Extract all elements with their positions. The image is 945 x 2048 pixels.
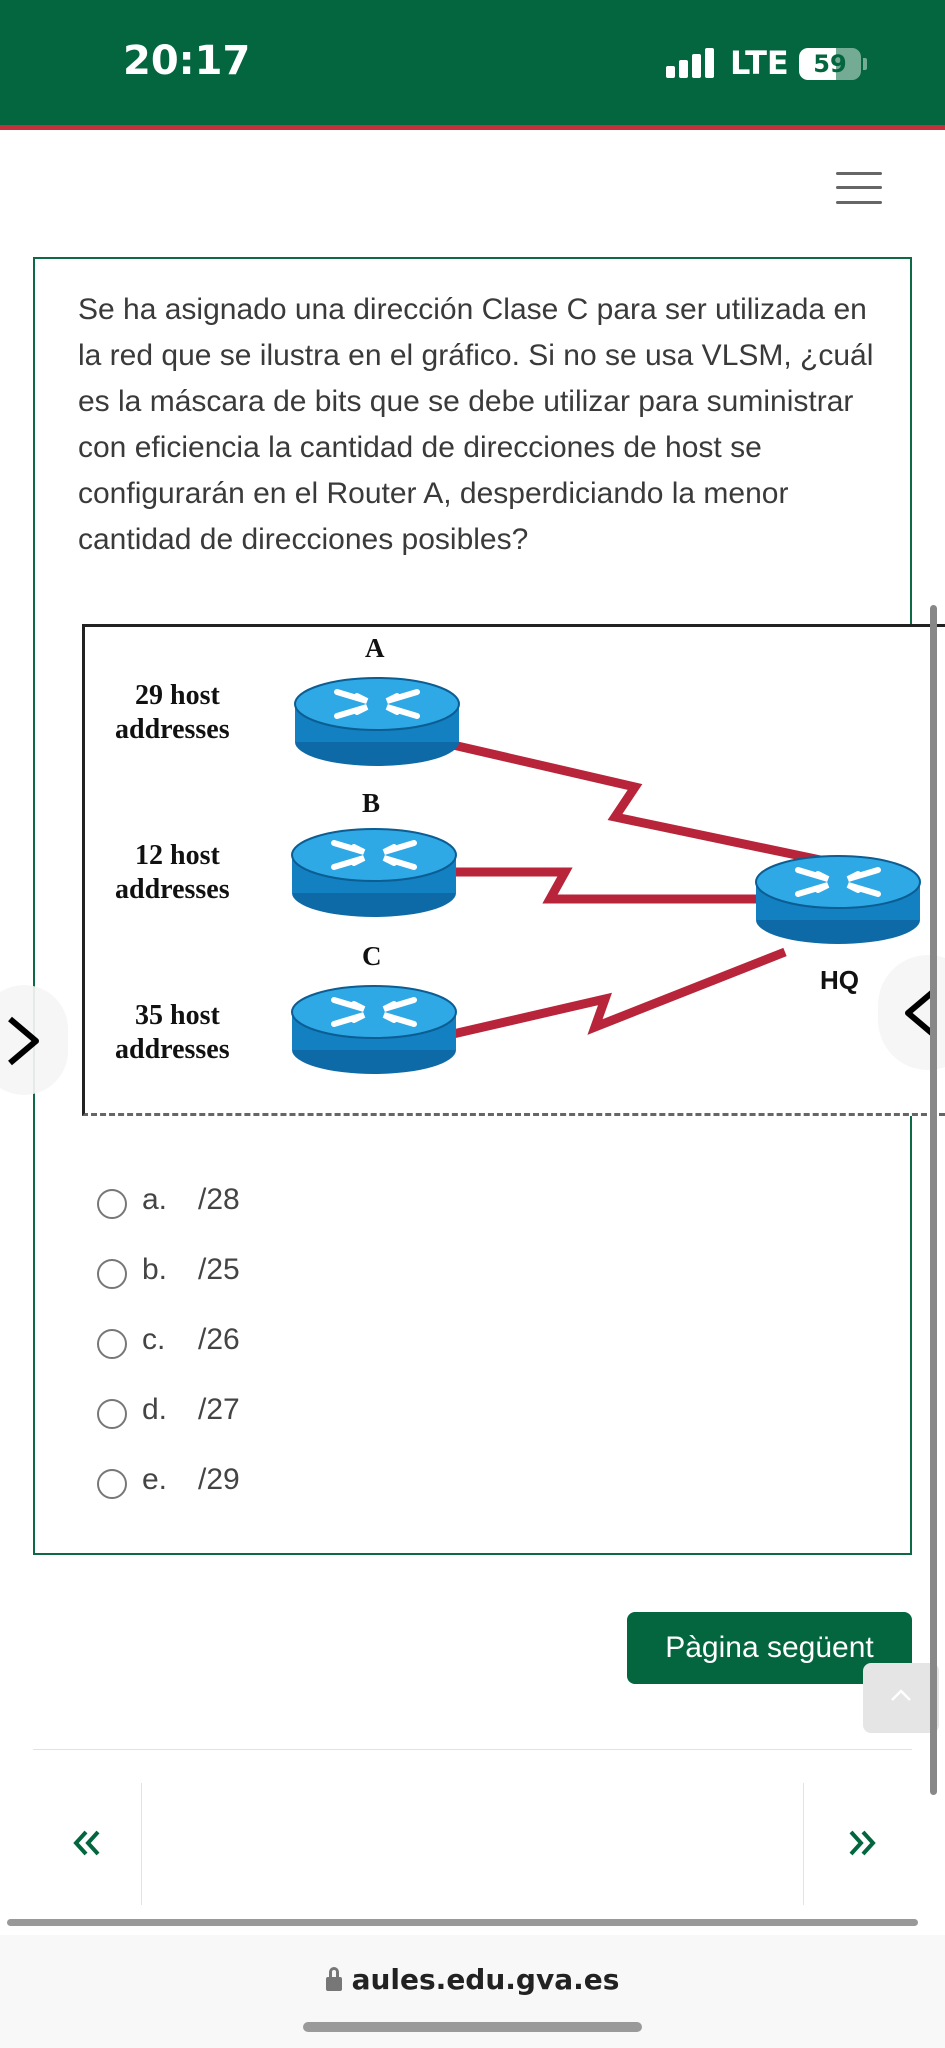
router-c-icon [292,986,456,1074]
horizontal-scrollbar[interactable] [7,1919,918,1926]
radio-button[interactable] [97,1189,127,1219]
router-b-hosts: 12 host [135,840,220,871]
hq-label: HQ [820,965,859,995]
browser-url-bar[interactable]: aules.edu.gva.es [0,1935,945,2048]
link-c-hq [438,947,787,1042]
router-a-addresses: addresses [115,714,230,745]
lock-icon [325,1967,342,1991]
link-a-hq [438,737,831,867]
scroll-to-top-button[interactable] [863,1663,939,1733]
option-letter: d. [142,1393,168,1426]
link-b-hq [440,867,785,904]
router-c-label: C [362,941,382,971]
status-time: 20:17 [123,38,251,84]
battery-level: 59 [813,50,847,78]
chevron-right-icon [8,1016,39,1066]
battery-tip [863,58,867,70]
footer-separator [141,1783,142,1905]
next-activity-button[interactable] [841,1818,881,1868]
home-indicator[interactable] [303,2022,642,2032]
option-e[interactable]: e. /29 [94,1455,394,1525]
option-letter: e. [142,1463,168,1496]
radio-button[interactable] [97,1329,127,1359]
carousel-next-button[interactable] [0,985,68,1095]
double-chevron-right-icon [849,1830,876,1856]
previous-activity-button[interactable] [68,1818,108,1868]
header-accent-line [0,125,945,130]
radio-button[interactable] [97,1259,127,1289]
router-a-hosts: 29 host [135,680,220,711]
router-a-icon [295,678,459,766]
radio-button[interactable] [97,1399,127,1429]
router-b-addresses: addresses [115,874,230,905]
option-value: /28 [198,1183,240,1216]
option-a[interactable]: a. /28 [94,1175,394,1245]
option-letter: b. [142,1253,168,1286]
divider [33,1749,912,1750]
status-bar: 20:17 LTE 59 [0,0,945,130]
answer-options: a. /28 b. /25 c. /26 d. /27 e. /29 [94,1175,394,1525]
option-value: /29 [198,1463,240,1496]
chevron-up-icon [891,1689,911,1701]
router-c-hosts: 35 host [135,1000,220,1031]
network-type: LTE [730,44,789,82]
chevron-left-icon [905,988,936,1038]
router-b-icon [292,829,456,917]
option-d[interactable]: d. /27 [94,1385,394,1455]
radio-button[interactable] [97,1469,127,1499]
network-diagram: A B C HQ 29 host addresses 12 host addre… [82,624,945,1116]
option-value: /25 [198,1253,240,1286]
signal-icon [666,48,716,78]
router-c-addresses: addresses [115,1034,230,1065]
question-card: Se ha asignado una dirección Clase C par… [33,257,912,1555]
option-letter: c. [142,1323,166,1356]
router-a-label: A [365,633,385,663]
option-value: /26 [198,1323,240,1356]
option-value: /27 [198,1393,240,1426]
router-hq-icon [756,856,920,944]
vertical-scrollbar[interactable] [930,605,937,1795]
option-c[interactable]: c. /26 [94,1315,394,1385]
footer-navigation [33,1783,912,1905]
option-b[interactable]: b. /25 [94,1245,394,1315]
option-letter: a. [142,1183,168,1216]
router-b-label: B [362,788,380,818]
hamburger-menu-icon[interactable] [836,170,882,206]
footer-separator [803,1783,804,1905]
battery-icon: 59 [799,48,861,80]
url-text: aules.edu.gva.es [351,1963,620,1996]
double-chevron-left-icon [73,1830,100,1856]
question-text: Se ha asignado una dirección Clase C par… [78,293,874,556]
